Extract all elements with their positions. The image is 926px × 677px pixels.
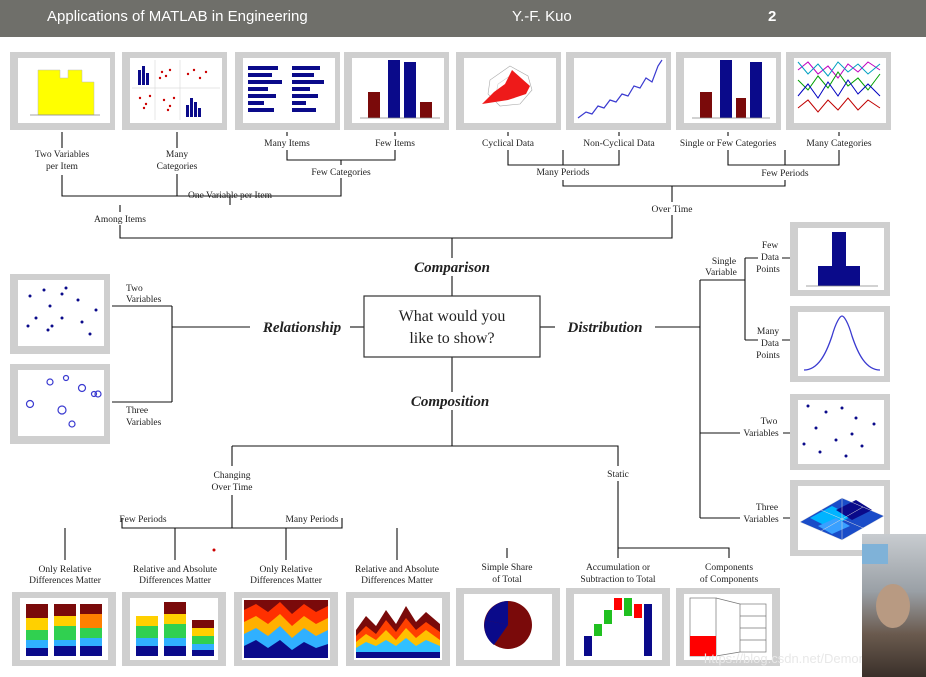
label-single-variable-1: Single (712, 257, 736, 267)
label-single-or-few-categories: Single or Few Categories (680, 139, 777, 149)
label-rel-two-2: Variables (126, 295, 162, 305)
thumb-stacked-abs-few (122, 592, 226, 666)
thumb-distribution-scatter (790, 394, 890, 470)
thumb-histogram (790, 222, 890, 296)
label-only-relative-1a: Only Relative (38, 565, 91, 575)
thumb-many-categories-matrix (122, 52, 227, 130)
label-few-data-points-1: Few (762, 241, 779, 251)
branch-composition: Composition (411, 394, 489, 410)
label-rel-abs-1b: Differences Matter (139, 575, 212, 586)
thumb-waterfall (566, 588, 670, 666)
label-single-variable-2: Variable (705, 268, 737, 278)
label-only-relative-2a: Only Relative (259, 565, 312, 575)
center-question-box: What would you like to show? (363, 295, 541, 358)
label-rel-two-1: Two (126, 284, 143, 294)
label-cyclical-data: Cyclical Data (482, 139, 535, 149)
label-rel-three-1: Three (126, 406, 148, 416)
label-dist-two-2: Variables (743, 429, 779, 439)
branch-distribution: Distribution (566, 320, 642, 336)
label-many-items: Many Items (264, 139, 310, 149)
webcam-background-window (862, 544, 888, 564)
label-rel-abs-2b: Differences Matter (361, 575, 434, 586)
thumb-few-items-bars (344, 52, 449, 130)
thumb-non-cyclical-line (566, 52, 671, 130)
label-many-periods: Many Periods (536, 168, 589, 178)
thumb-pie-share (456, 588, 560, 666)
slide-page-number: 2 (768, 8, 777, 25)
thumb-cyclical-data-radar (456, 52, 561, 130)
thumb-stacked-100-few (12, 592, 116, 666)
label-few-items: Few Items (375, 139, 415, 149)
label-many-periods-bottom: Many Periods (285, 515, 338, 525)
label-simple-share-2: of Total (492, 574, 522, 585)
thumb-stacked-area-abs (346, 592, 450, 666)
label-rel-abs-2a: Relative and Absolute (355, 565, 439, 575)
label-dist-two-1: Two (761, 417, 778, 427)
label-many-data-points-3: Points (756, 351, 780, 361)
label-non-cyclical-data: Non-Cyclical Data (583, 139, 655, 149)
label-two-variables-per-item-1: Two Variables (35, 150, 90, 160)
label-changing-over-time-1: Changing (214, 471, 251, 481)
thumb-density-curve (790, 306, 890, 382)
label-many-data-points-2: Data (761, 339, 780, 349)
thumb-two-variables-per-item (10, 52, 115, 130)
label-one-variable-per-item: One Variable per Item (188, 191, 273, 201)
center-question-line1: What would you (399, 308, 506, 325)
label-few-periods-top: Few Periods (761, 169, 809, 179)
label-only-relative-1b: Differences Matter (29, 575, 102, 586)
label-accumulation-1: Accumulation or (586, 563, 651, 573)
label-few-periods-bottom: Few Periods (119, 515, 167, 525)
branch-relationship: Relationship (262, 320, 342, 336)
slide-author: Y.-F. Kuo (512, 8, 572, 25)
label-many-categories-right: Many Categories (806, 139, 871, 149)
label-components-1: Components (705, 563, 753, 573)
label-many-categories-left-2: Categories (157, 162, 198, 172)
center-question-line2: like to show? (409, 330, 494, 347)
thumb-relationship-scatter (10, 274, 110, 354)
label-over-time: Over Time (652, 205, 693, 215)
thumb-many-categories-lines (786, 52, 891, 130)
label-simple-share-1: Simple Share (482, 563, 533, 573)
label-rel-three-2: Variables (126, 418, 162, 428)
thumb-components-of-components (676, 588, 780, 666)
label-dist-three-1: Three (756, 503, 778, 513)
label-few-data-points-3: Points (756, 265, 780, 275)
label-few-data-points-2: Data (761, 253, 780, 263)
thumb-stacked-area-100 (234, 592, 338, 666)
label-accumulation-2: Subtraction to Total (580, 575, 656, 585)
label-many-categories-left-1: Many (166, 150, 188, 160)
stray-dot (212, 548, 216, 552)
watermark-text: https://blog.csdn.net/Demons1 (704, 651, 880, 666)
label-dist-three-2: Variables (743, 515, 779, 525)
thumb-many-items-hbars (235, 52, 340, 130)
label-changing-over-time-2: Over Time (212, 483, 253, 493)
label-many-data-points-1: Many (757, 327, 779, 337)
label-among-items: Among Items (94, 215, 146, 225)
label-only-relative-2b: Differences Matter (250, 575, 323, 586)
thumb-single-few-categories-bars (676, 52, 781, 130)
label-static: Static (607, 470, 629, 480)
thumb-relationship-bubble (10, 364, 110, 444)
label-two-variables-per-item-2: per Item (46, 162, 79, 172)
label-components-2: of Components (700, 574, 759, 585)
connector-lines (61, 132, 840, 560)
slide-title: Applications of MATLAB in Engineering (47, 8, 308, 25)
branch-comparison: Comparison (414, 260, 490, 276)
webcam-person (876, 584, 910, 628)
webcam-overlay (862, 534, 926, 677)
label-few-categories: Few Categories (311, 168, 371, 178)
label-rel-abs-1a: Relative and Absolute (133, 565, 217, 575)
slide-header: Applications of MATLAB in Engineering Y.… (0, 0, 926, 37)
